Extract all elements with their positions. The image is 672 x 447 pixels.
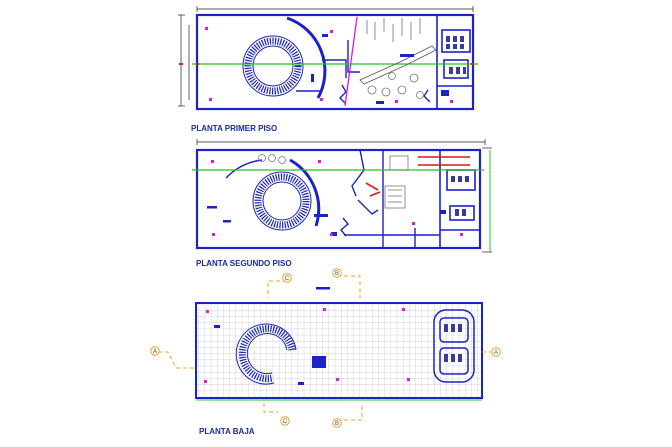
axis-marker-a-right: A xyxy=(491,347,501,357)
axis-marker-label: B xyxy=(335,271,339,277)
small-objects xyxy=(207,206,446,236)
dimension-lines xyxy=(178,6,474,107)
plan-title-first-floor: PLANTA PRIMER PISO xyxy=(191,124,278,133)
service-block xyxy=(436,15,473,109)
toilet-fixtures xyxy=(444,324,462,362)
service-block xyxy=(439,150,480,248)
axis-marker-label: B xyxy=(335,421,339,427)
outer-wall xyxy=(195,13,475,111)
curved-wall xyxy=(289,158,321,227)
axis-marker-label: A xyxy=(153,349,157,355)
axis-marker-b-top: B xyxy=(332,268,342,278)
spiral-stair xyxy=(242,35,304,97)
floor-tile-grid xyxy=(196,303,482,398)
plan-title-ground-floor: PLANTA BAJA xyxy=(199,427,255,436)
red-accent-lines xyxy=(365,156,470,197)
axis-marker-c-top: C xyxy=(282,273,292,283)
service-capsule xyxy=(433,309,475,383)
spiral-stair xyxy=(252,171,312,231)
axis-lines-orange xyxy=(158,275,496,421)
furniture xyxy=(366,18,424,99)
toilet-fixtures xyxy=(451,176,469,216)
small-objects xyxy=(214,287,330,385)
small-objects xyxy=(311,34,449,104)
curved-wall xyxy=(286,16,327,99)
partitions xyxy=(340,149,440,248)
plan-ground-floor xyxy=(158,275,496,421)
axis-line-magenta xyxy=(344,16,358,107)
partitions xyxy=(296,40,431,105)
axis-marker-a-left: A xyxy=(150,346,160,356)
plan-title-second-floor: PLANTA SEGUNDO PISO xyxy=(196,259,292,268)
axis-marker-b-bottom: B xyxy=(332,418,342,428)
spiral-stair xyxy=(235,323,297,385)
toilet-fixtures xyxy=(446,36,466,74)
outer-wall xyxy=(195,302,483,399)
furniture xyxy=(258,154,409,209)
column-markers xyxy=(204,308,410,383)
axis-marker-label: A xyxy=(494,350,498,356)
axis-marker-label: C xyxy=(283,419,288,425)
counter xyxy=(359,45,437,85)
plan-second-floor xyxy=(192,139,492,253)
red-ticks xyxy=(179,63,474,65)
outer-wall xyxy=(195,148,482,250)
axis-marker-c-bottom: C xyxy=(280,416,290,426)
plan-first-floor xyxy=(178,6,478,111)
curved-wall-inner xyxy=(225,159,263,179)
axis-marker-label: C xyxy=(285,276,290,282)
column-markers xyxy=(205,27,453,103)
column-markers xyxy=(211,160,463,236)
